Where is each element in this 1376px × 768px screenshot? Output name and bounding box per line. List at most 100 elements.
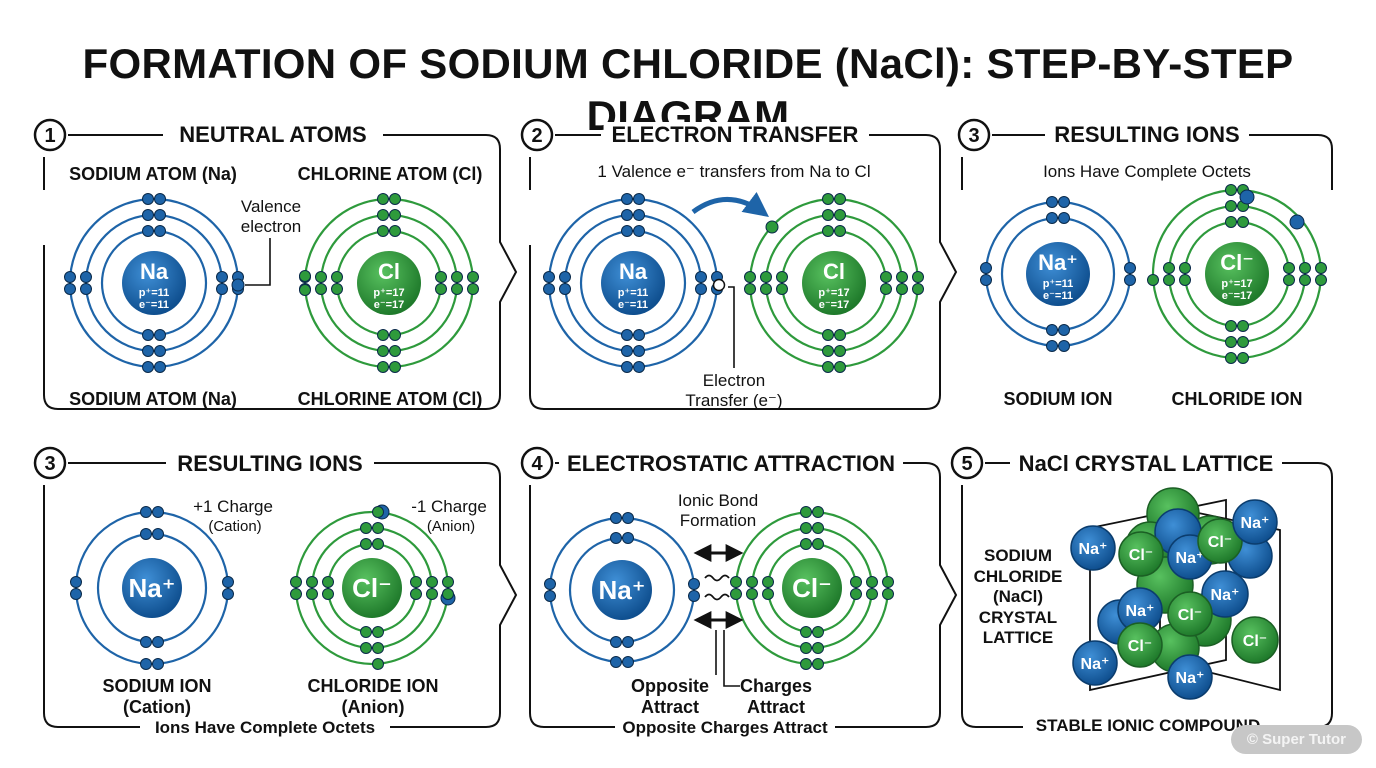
- lattice-ion-label-11: Cl⁻: [1129, 547, 1153, 564]
- chlorine-atom-p2-electron-14: [760, 283, 772, 295]
- sodium-ion-p4-electron-6: [152, 506, 164, 518]
- chloride-ion-p3-nucleus: [1205, 242, 1269, 306]
- sodium-ion-p5-symbol: Na⁺: [599, 575, 646, 605]
- chloride-ion-p4-electron-21: [290, 576, 302, 588]
- chloride-ion-p5-electron-15: [866, 576, 878, 588]
- chlorine-atom-p1-electron-18: [389, 193, 401, 205]
- chloride-ion-p3-electron-4: [1237, 320, 1249, 332]
- chlorine-atom-p1-count-1: p⁺=17: [373, 287, 404, 299]
- chlorine-atom-p1-electron-24: [467, 283, 479, 295]
- chloride-ion-p4-electron-22: [290, 588, 302, 600]
- chloride-ion-p5-electron-21: [730, 576, 742, 588]
- chloride-ion-p4-electron-12: [372, 642, 384, 654]
- valence-electron-note: Valence electron: [240, 197, 302, 236]
- lattice-ion-label-18: Cl⁻: [1128, 638, 1152, 655]
- transfer-arrow: [691, 191, 769, 218]
- sodium-ion-p3-count-1: p⁺=11: [1043, 278, 1074, 290]
- panel-3-number: 3: [968, 125, 979, 147]
- sodium-atom-p1-electron-11: [216, 271, 228, 283]
- sodium-ion-p3-nucleus: [1026, 242, 1090, 306]
- chloride-ion-p4-electron-15: [426, 576, 438, 588]
- chloride-ion-p3-electron-23: [1315, 262, 1327, 274]
- sodium-atom-p1-electron-6: [154, 209, 166, 221]
- panel-5-number: 4: [531, 453, 543, 475]
- sodium-ion-p3-electron-10: [980, 274, 992, 286]
- chlorine-atom-p2-count-1: p⁺=17: [818, 287, 849, 299]
- chloride-ion-p3-electron-16: [1299, 274, 1311, 286]
- panel-5-title: ELECTROSTATIC ATTRACTION: [559, 451, 903, 477]
- chlorine-atom-p1-count-2: e⁻=17: [374, 299, 405, 311]
- sodium-atom-p1-nucleus: [122, 251, 186, 315]
- chlorine-atom-p1-electron-7: [435, 271, 447, 283]
- chloride-ion-p5-electron-5: [762, 576, 774, 588]
- chlorine-atom-p1: Cl p⁺=17e⁻=17: [299, 193, 479, 373]
- sodium-atom-p2-electron-9: [559, 271, 571, 283]
- chlorine-atom-p2-electron-8: [880, 283, 892, 295]
- lattice-ion-label-17: Cl⁻: [1178, 607, 1202, 624]
- chlorine-atom-p2-electron-16: [896, 283, 908, 295]
- chloride-ion-p4-electron-23: [442, 576, 454, 588]
- attract-leader-right: [723, 630, 740, 687]
- chloride-ion-p4-electron-8: [410, 588, 422, 600]
- sodium-atom-p1-symbol: Na: [140, 259, 169, 284]
- sodium-ion-p4-electron-2: [152, 528, 164, 540]
- chloride-ion-p4-electron-11: [360, 642, 372, 654]
- chloride-ion-p3: Cl⁻p⁺=17e⁻=17: [1147, 184, 1327, 364]
- chloride-ion-p4-electron-24: [442, 588, 454, 600]
- sodium-ion-p4-electron-11: [222, 576, 234, 588]
- chloride-ion-p4-electron-7: [410, 576, 422, 588]
- lattice-ion-label-21: Na⁺: [1176, 670, 1205, 687]
- sodium-atom-p2-symbol: Na: [619, 259, 648, 284]
- chlorine-atom-p2-electron-24: [912, 283, 924, 295]
- octets-caption: Ions Have Complete Octets: [1043, 162, 1251, 181]
- sodium-atom-p2-electron-10: [559, 283, 571, 295]
- chlorine-atom-p2-electron-1: [822, 225, 834, 237]
- chlorine-atom-p1-symbol: Cl: [378, 259, 400, 284]
- chlorine-atom-p2: Clp⁺=17e⁻=17: [744, 193, 924, 373]
- sodium-ion-p3-electron-4: [1058, 324, 1070, 336]
- chlorine-atom-p1-electron-25: [299, 270, 311, 282]
- chloride-ion-p4-nucleus: [342, 558, 402, 618]
- chlorine-atom-p1-electron-11: [377, 345, 389, 357]
- chloride-ion-p4-electron-9: [360, 522, 372, 534]
- chloride-ion-p5-electron-1: [800, 538, 812, 550]
- lattice-ion-11: [1118, 531, 1164, 577]
- chloride-ion-p3-symbol: Cl⁻: [1220, 250, 1254, 275]
- cation-sub-label: (Cation): [208, 518, 262, 535]
- panel-5-number-circle: [520, 446, 554, 480]
- sodium-ion-label: SODIUM ION: [1003, 389, 1113, 409]
- chlorine-atom-p1-electron-8: [435, 283, 447, 295]
- sodium-atom-p2-electron-6: [633, 209, 645, 221]
- lattice-ion-label-16: Na⁺: [1126, 603, 1155, 620]
- sodium-ion-p4-electron-7: [140, 658, 152, 670]
- sodium-ion-p3-electron-5: [1046, 196, 1058, 208]
- valence-leader-line: [245, 238, 271, 286]
- chloride-ion-p5-electron-20: [812, 658, 824, 670]
- chloride-ion-p3-electron-21: [1239, 189, 1255, 205]
- sodium-atom-p2-nucleus: [601, 251, 665, 315]
- chloride-ion-p5-electron-12: [812, 642, 824, 654]
- chloride-ion-p4-electron-10: [372, 522, 384, 534]
- sodium-ion-p3-electron-3: [1046, 324, 1058, 336]
- chloride-ion-p5: Cl⁻: [730, 506, 894, 670]
- sodium-ion-p5-electron-5: [610, 512, 622, 524]
- sodium-ion-p4: Na⁺: [70, 506, 234, 670]
- sodium-atom-p1-electron-1: [142, 225, 154, 237]
- panel-2-frame: [529, 134, 958, 410]
- chloride-ion-p3-electron-17: [1225, 184, 1237, 196]
- chlorine-atom-p1-electron-2: [389, 225, 401, 237]
- sodium-atom-p1-electron-5: [142, 209, 154, 221]
- sodium-ion-p4-electron-4: [152, 636, 164, 648]
- chlorine-atom-p2-electron-9: [822, 209, 834, 221]
- panel-6-number-circle: [950, 446, 984, 480]
- sodium-atom-p2-electron-4: [633, 329, 645, 341]
- panel-3-title: RESULTING IONS: [1046, 122, 1248, 148]
- sodium-atom-p1-electron-16: [154, 361, 166, 373]
- chloride-ion-p3-electron-1: [1225, 216, 1237, 228]
- chloride-ion-p5-electron-14: [746, 588, 758, 600]
- chloride-ion-p3-electron-25: [1289, 214, 1305, 230]
- panel-1-frame: [43, 134, 518, 410]
- panel-2-number: 2: [531, 125, 542, 147]
- transfer-caption: 1 Valence e⁻ transfers from Na to Cl: [597, 162, 871, 181]
- chlorine-atom-p2-electron-22: [744, 283, 756, 295]
